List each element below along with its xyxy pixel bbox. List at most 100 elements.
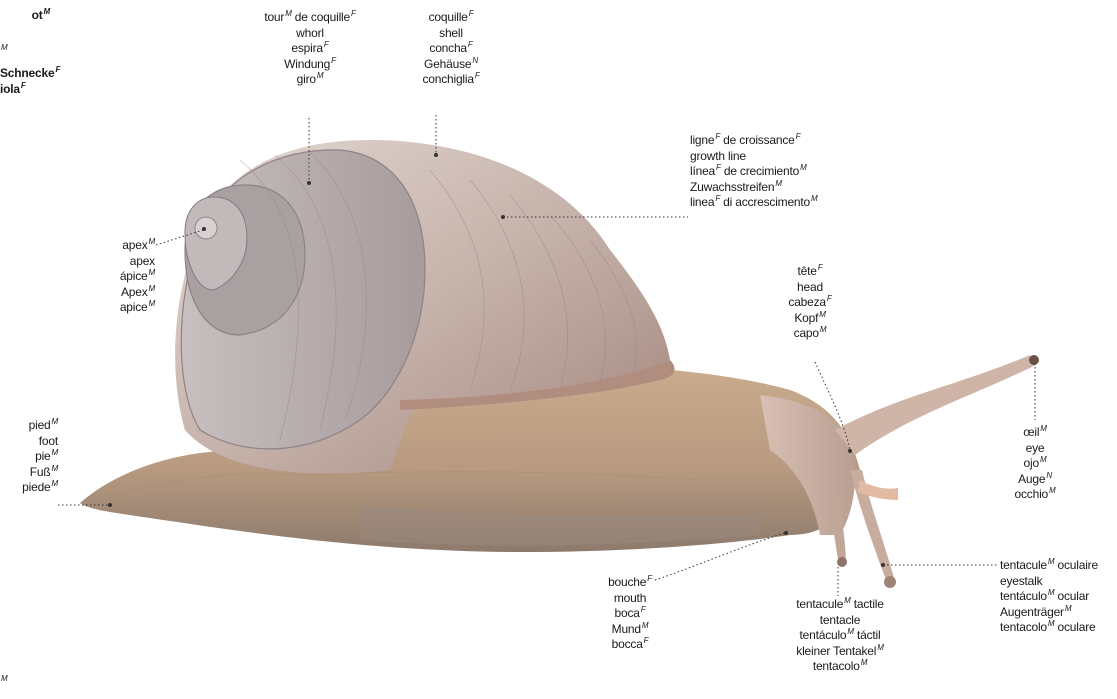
gender-mark: M xyxy=(1040,424,1046,433)
gender-mark: M xyxy=(819,310,825,319)
term-text: tête xyxy=(798,264,817,278)
apex-term-3: ApexM xyxy=(60,285,155,301)
eyestalk-term-2: tentáculoM ocular xyxy=(1000,589,1117,605)
anchor-eyestalk xyxy=(881,563,885,567)
gender-mark: M xyxy=(149,237,155,246)
title-line-2: M xyxy=(0,44,80,60)
foot-term-0: piedM xyxy=(0,418,58,434)
term-text: ligne xyxy=(690,133,714,147)
mouth-term-0: boucheF xyxy=(585,575,675,591)
gender-mark: M xyxy=(149,284,155,293)
term-text: growth line xyxy=(690,149,746,163)
gender-mark: M xyxy=(775,179,781,188)
title-line-1: otM xyxy=(0,8,50,24)
title-block-lower: SchneckeF iolaF xyxy=(0,66,120,97)
gender-mark: M xyxy=(1040,455,1046,464)
eye-term-0: œilM xyxy=(990,425,1080,441)
corner-mark-gender: M xyxy=(1,674,7,683)
term-text: ojo xyxy=(1024,456,1039,470)
mouth-term-3: MundM xyxy=(585,622,675,638)
term-text: shell xyxy=(439,26,463,40)
gender-mark: M xyxy=(317,71,323,80)
foot-term-3: FußM xyxy=(0,465,58,481)
eyestalk-term-4: tentacoloM oculare xyxy=(1000,620,1117,636)
tentacle-term-0: tentaculeM tactile xyxy=(770,597,910,613)
term-text: tentacolo xyxy=(813,659,860,673)
eyestalk-term-0: tentaculeM oculaire xyxy=(1000,558,1117,574)
term-text: Mund xyxy=(612,622,641,636)
term-text: occhio xyxy=(1015,487,1049,501)
mouth-term-2: bocaF xyxy=(585,606,675,622)
shell-term-3: GehäuseN xyxy=(396,57,506,73)
mouth-term-1: mouth xyxy=(585,591,675,607)
title-line-3-text: Schnecke xyxy=(0,66,54,80)
term-text: coquille xyxy=(429,10,468,24)
title-block-sub: M xyxy=(0,44,80,60)
mouth-term-4: boccaF xyxy=(585,637,675,653)
gender-mark: N xyxy=(1046,471,1052,480)
foot-term-4: piedeM xyxy=(0,480,58,496)
term-text: eyestalk xyxy=(1000,574,1042,588)
title-line-4-text: iola xyxy=(0,82,20,96)
apex-term-2: ápiceM xyxy=(60,269,155,285)
gender-mark: M xyxy=(149,268,155,277)
term-text: tour xyxy=(264,10,284,24)
corner-mark: M xyxy=(0,675,20,691)
title-line-1-text: ot xyxy=(32,8,43,22)
gender-mark: M xyxy=(800,163,806,172)
term-text: boca xyxy=(615,606,640,620)
term-qualifier: táctil xyxy=(854,628,881,642)
gender-mark: F xyxy=(818,263,823,272)
gender-mark: F xyxy=(644,636,649,645)
term-text: kleiner Tentakel xyxy=(796,644,876,658)
term-text: pied xyxy=(29,418,51,432)
label-tentacle: tentaculeM tactiletentacletentáculoM tác… xyxy=(770,597,910,675)
tentacle-term-4: tentacoloM xyxy=(770,659,910,675)
title-line-2-gender: M xyxy=(1,43,7,52)
eye-term-4: occhioM xyxy=(990,487,1080,503)
term-text: linea xyxy=(690,195,714,209)
gender-mark: F xyxy=(647,574,652,583)
term-text: apex xyxy=(130,254,155,268)
gender-mark: F xyxy=(796,132,801,141)
term-text: tentáculo xyxy=(800,628,847,642)
term-text: Augenträger xyxy=(1000,605,1064,619)
eyestalk-term-3: AugenträgerM xyxy=(1000,605,1117,621)
head-term-3: KopfM xyxy=(770,311,850,327)
growth-line-term-2: líneaF de crecimientoM xyxy=(690,164,890,180)
label-growth-line: ligneF de croissanceFgrowth linelíneaF d… xyxy=(690,133,890,211)
apex-term-0: apexM xyxy=(60,238,155,254)
anchor-growth xyxy=(501,215,505,219)
apex-term-4: apiceM xyxy=(60,300,155,316)
term-text: Windung xyxy=(284,57,330,71)
term-text: Fuß xyxy=(30,465,51,479)
term-text: tentacolo xyxy=(1000,620,1047,634)
term-text: tentacle xyxy=(820,613,860,627)
whorl-term-0: tourM de coquilleF xyxy=(230,10,390,26)
growth-line-term-3: ZuwachsstreifenM xyxy=(690,180,890,196)
shell-term-2: conchaF xyxy=(396,41,506,57)
gender-mark: F xyxy=(641,605,646,614)
term-qualifier: ocular xyxy=(1054,589,1089,603)
term-qualifier: oculaire xyxy=(1054,558,1098,572)
tentacle-term-1: tentacle xyxy=(770,613,910,629)
term-qualifier: oculare xyxy=(1054,620,1095,634)
term-qualifier: de croissance xyxy=(720,133,795,147)
head-term-1: head xyxy=(770,280,850,296)
gender-mark: M xyxy=(52,417,58,426)
anchor-whorl xyxy=(307,181,311,185)
whorl-term-2: espiraF xyxy=(230,41,390,57)
term-text: pie xyxy=(35,449,50,463)
gender-mark: F xyxy=(827,294,832,303)
gender-mark: M xyxy=(149,299,155,308)
term-text: foot xyxy=(39,434,58,448)
term-text: tentacule xyxy=(1000,558,1047,572)
eye-term-3: AugeN xyxy=(990,472,1080,488)
gender-mark: M xyxy=(820,325,826,334)
label-foot: piedMfootpie M FußMpiedeM xyxy=(0,418,58,496)
term-text: Apex xyxy=(121,285,148,299)
tentacle-term-2: tentáculoM táctil xyxy=(770,628,910,644)
